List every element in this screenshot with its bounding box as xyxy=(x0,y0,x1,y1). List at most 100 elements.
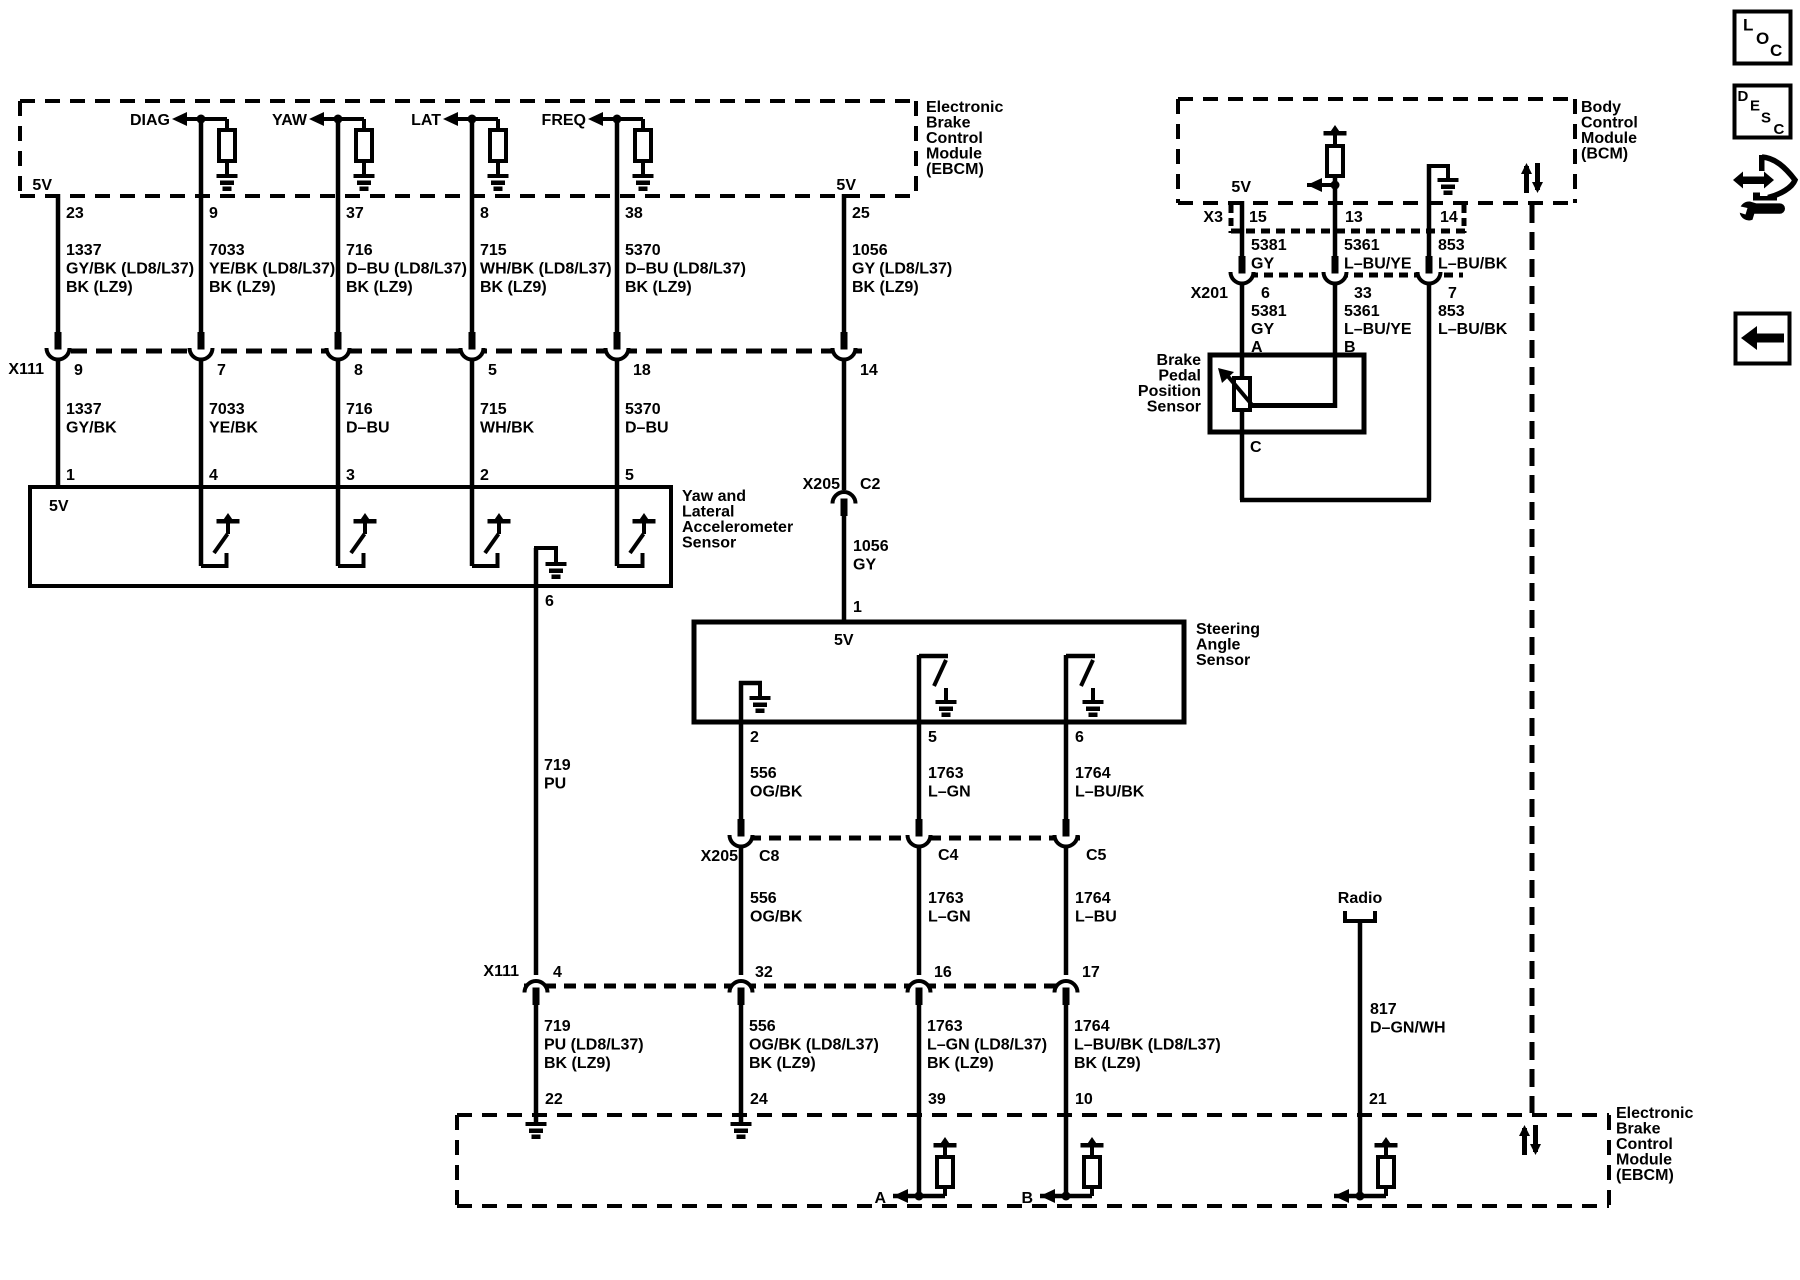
svg-text:Steering: Steering xyxy=(1196,621,1260,638)
svg-text:556: 556 xyxy=(750,890,777,907)
svg-text:716: 716 xyxy=(346,401,373,418)
svg-text:Brake: Brake xyxy=(926,115,971,132)
svg-text:Sensor: Sensor xyxy=(1196,652,1250,669)
svg-text:Module: Module xyxy=(1581,130,1637,147)
svg-text:GY: GY xyxy=(1251,321,1274,338)
svg-text:5V: 5V xyxy=(49,498,69,515)
svg-text:PU (LD8/L37): PU (LD8/L37) xyxy=(544,1037,644,1054)
svg-text:BK (LZ9): BK (LZ9) xyxy=(625,279,692,296)
svg-text:5370: 5370 xyxy=(625,242,661,259)
svg-text:Control: Control xyxy=(1581,115,1638,132)
svg-text:4: 4 xyxy=(553,964,562,981)
svg-text:L: L xyxy=(1743,16,1753,35)
svg-text:5381: 5381 xyxy=(1251,237,1287,254)
svg-text:E: E xyxy=(1750,98,1760,115)
svg-text:38: 38 xyxy=(625,205,643,222)
svg-text:X111: X111 xyxy=(8,361,44,378)
svg-text:853: 853 xyxy=(1438,303,1465,320)
svg-text:7033: 7033 xyxy=(209,242,245,259)
svg-text:Sensor: Sensor xyxy=(682,535,736,552)
svg-text:8: 8 xyxy=(480,205,489,222)
svg-text:D–BU: D–BU xyxy=(625,420,669,437)
svg-text:16: 16 xyxy=(934,964,952,981)
svg-text:1337: 1337 xyxy=(66,242,102,259)
svg-text:A: A xyxy=(874,1190,886,1207)
svg-text:A: A xyxy=(1251,339,1263,356)
svg-text:1764: 1764 xyxy=(1074,1018,1110,1035)
svg-text:L–GN: L–GN xyxy=(928,784,971,801)
svg-text:C: C xyxy=(1770,41,1782,60)
svg-text:OG/BK: OG/BK xyxy=(750,909,803,926)
svg-text:4: 4 xyxy=(209,467,218,484)
svg-text:BK (LZ9): BK (LZ9) xyxy=(852,279,919,296)
svg-text:LAT: LAT xyxy=(411,112,441,129)
svg-text:23: 23 xyxy=(66,205,84,222)
svg-text:L–BU/YE: L–BU/YE xyxy=(1344,256,1412,273)
svg-text:Position: Position xyxy=(1138,383,1201,400)
svg-text:17: 17 xyxy=(1082,964,1100,981)
svg-text:9: 9 xyxy=(209,205,218,222)
svg-text:2: 2 xyxy=(750,729,759,746)
svg-text:X205: X205 xyxy=(701,848,738,865)
svg-text:5: 5 xyxy=(625,467,634,484)
svg-text:B: B xyxy=(1344,339,1356,356)
svg-text:Control: Control xyxy=(1616,1136,1673,1153)
svg-text:C: C xyxy=(1774,121,1785,138)
svg-text:L–BU/BK: L–BU/BK xyxy=(1438,321,1508,338)
svg-text:GY: GY xyxy=(1251,256,1274,273)
svg-text:37: 37 xyxy=(346,205,364,222)
svg-text:10: 10 xyxy=(1075,1091,1093,1108)
svg-text:5: 5 xyxy=(928,729,937,746)
svg-text:15: 15 xyxy=(1249,209,1267,226)
svg-text:L–BU: L–BU xyxy=(1075,909,1117,926)
svg-text:5V: 5V xyxy=(834,632,854,649)
svg-text:3: 3 xyxy=(346,467,355,484)
svg-text:1763: 1763 xyxy=(927,1018,963,1035)
svg-text:PU: PU xyxy=(544,776,566,793)
svg-text:X205: X205 xyxy=(803,476,840,493)
svg-text:556: 556 xyxy=(750,765,777,782)
svg-text:B: B xyxy=(1021,1190,1033,1207)
svg-text:L–BU/BK: L–BU/BK xyxy=(1438,256,1508,273)
svg-text:C8: C8 xyxy=(759,848,780,865)
svg-text:Lateral: Lateral xyxy=(682,504,734,521)
svg-text:Electronic: Electronic xyxy=(1616,1105,1693,1122)
svg-text:32: 32 xyxy=(755,964,773,981)
svg-text:BK (LZ9): BK (LZ9) xyxy=(1074,1055,1141,1072)
svg-text:1764: 1764 xyxy=(1075,765,1111,782)
svg-text:YE/BK (LD8/L37): YE/BK (LD8/L37) xyxy=(209,261,335,278)
svg-text:719: 719 xyxy=(544,1018,571,1035)
svg-text:716: 716 xyxy=(346,242,373,259)
svg-text:9: 9 xyxy=(74,362,83,379)
svg-text:GY/BK (LD8/L37): GY/BK (LD8/L37) xyxy=(66,261,194,278)
svg-text:Yaw and: Yaw and xyxy=(682,488,746,505)
svg-text:BK (LZ9): BK (LZ9) xyxy=(544,1055,611,1072)
svg-text:13: 13 xyxy=(1345,209,1363,226)
svg-text:L–BU/BK: L–BU/BK xyxy=(1075,784,1145,801)
svg-text:Electronic: Electronic xyxy=(926,99,1003,116)
svg-text:X201: X201 xyxy=(1191,285,1228,302)
svg-text:1: 1 xyxy=(853,599,862,616)
svg-text:7: 7 xyxy=(1448,285,1457,302)
svg-text:GY: GY xyxy=(853,557,876,574)
svg-text:DIAG: DIAG xyxy=(130,112,170,129)
svg-text:L–GN (LD8/L37): L–GN (LD8/L37) xyxy=(927,1037,1047,1054)
svg-text:D–BU (LD8/L37): D–BU (LD8/L37) xyxy=(625,261,746,278)
svg-text:BK (LZ9): BK (LZ9) xyxy=(749,1055,816,1072)
svg-text:5V: 5V xyxy=(32,177,52,194)
svg-text:FREQ: FREQ xyxy=(542,112,586,129)
svg-text:Control: Control xyxy=(926,130,983,147)
svg-text:8: 8 xyxy=(354,362,363,379)
svg-text:14: 14 xyxy=(860,362,878,379)
svg-text:L–GN: L–GN xyxy=(928,909,971,926)
svg-text:GY/BK: GY/BK xyxy=(66,420,117,437)
svg-text:817: 817 xyxy=(1370,1001,1397,1018)
svg-text:7033: 7033 xyxy=(209,401,245,418)
svg-text:Radio: Radio xyxy=(1338,890,1383,907)
svg-text:715: 715 xyxy=(480,401,507,418)
svg-text:C2: C2 xyxy=(860,476,881,493)
svg-text:22: 22 xyxy=(545,1091,563,1108)
svg-text:L–BU/BK (LD8/L37): L–BU/BK (LD8/L37) xyxy=(1074,1037,1221,1054)
svg-text:5V: 5V xyxy=(1231,179,1251,196)
svg-text:Accelerometer: Accelerometer xyxy=(682,519,793,536)
